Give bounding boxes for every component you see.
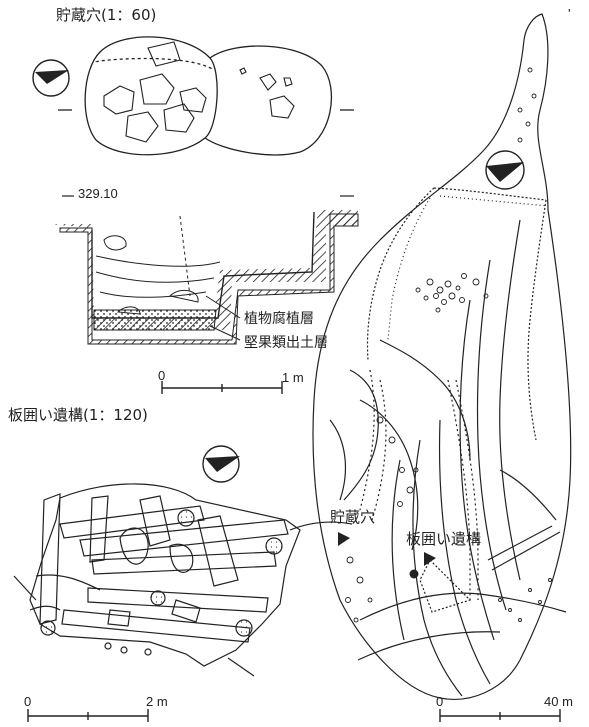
site-scale-bar <box>439 709 561 722</box>
site-scale-zero: 0 <box>436 694 444 709</box>
plank-scale-bar <box>27 709 149 722</box>
plank-location-marker <box>424 552 436 566</box>
plank-structure-drawing <box>13 483 353 677</box>
storage-pit-plan <box>58 36 354 156</box>
section-scale-zero: 0 <box>158 368 166 383</box>
site-map-drawing <box>312 13 572 700</box>
layer-label-nut-deposit: 堅果類出土層 <box>244 335 328 351</box>
layer-label-humus: 植物腐植層 <box>244 311 314 327</box>
north-arrow <box>202 445 240 483</box>
section-drawing <box>48 195 359 345</box>
north-arrow <box>32 59 70 97</box>
plank-scale-end: 2 m <box>146 694 168 709</box>
section-scale-bar <box>161 381 283 394</box>
corner-tick-mark: ' <box>568 6 571 21</box>
site-scale-end: 40 m <box>544 694 573 709</box>
site-label-storage-pit: 貯蔵穴 <box>330 508 376 526</box>
plank-scale-zero: 0 <box>24 694 32 709</box>
plank-structure-title: 板囲い遺構(1：120) <box>8 406 148 424</box>
north-arrow <box>485 150 525 190</box>
storage-pit-title: 貯蔵穴(1：60) <box>56 6 157 24</box>
elevation-label: 329.10 <box>78 186 118 201</box>
section-scale-end: 1 m <box>282 370 304 385</box>
site-label-plank-structure: 板囲い遺構 <box>406 530 482 548</box>
location-markers <box>338 532 436 566</box>
pit-location-marker <box>338 532 350 546</box>
